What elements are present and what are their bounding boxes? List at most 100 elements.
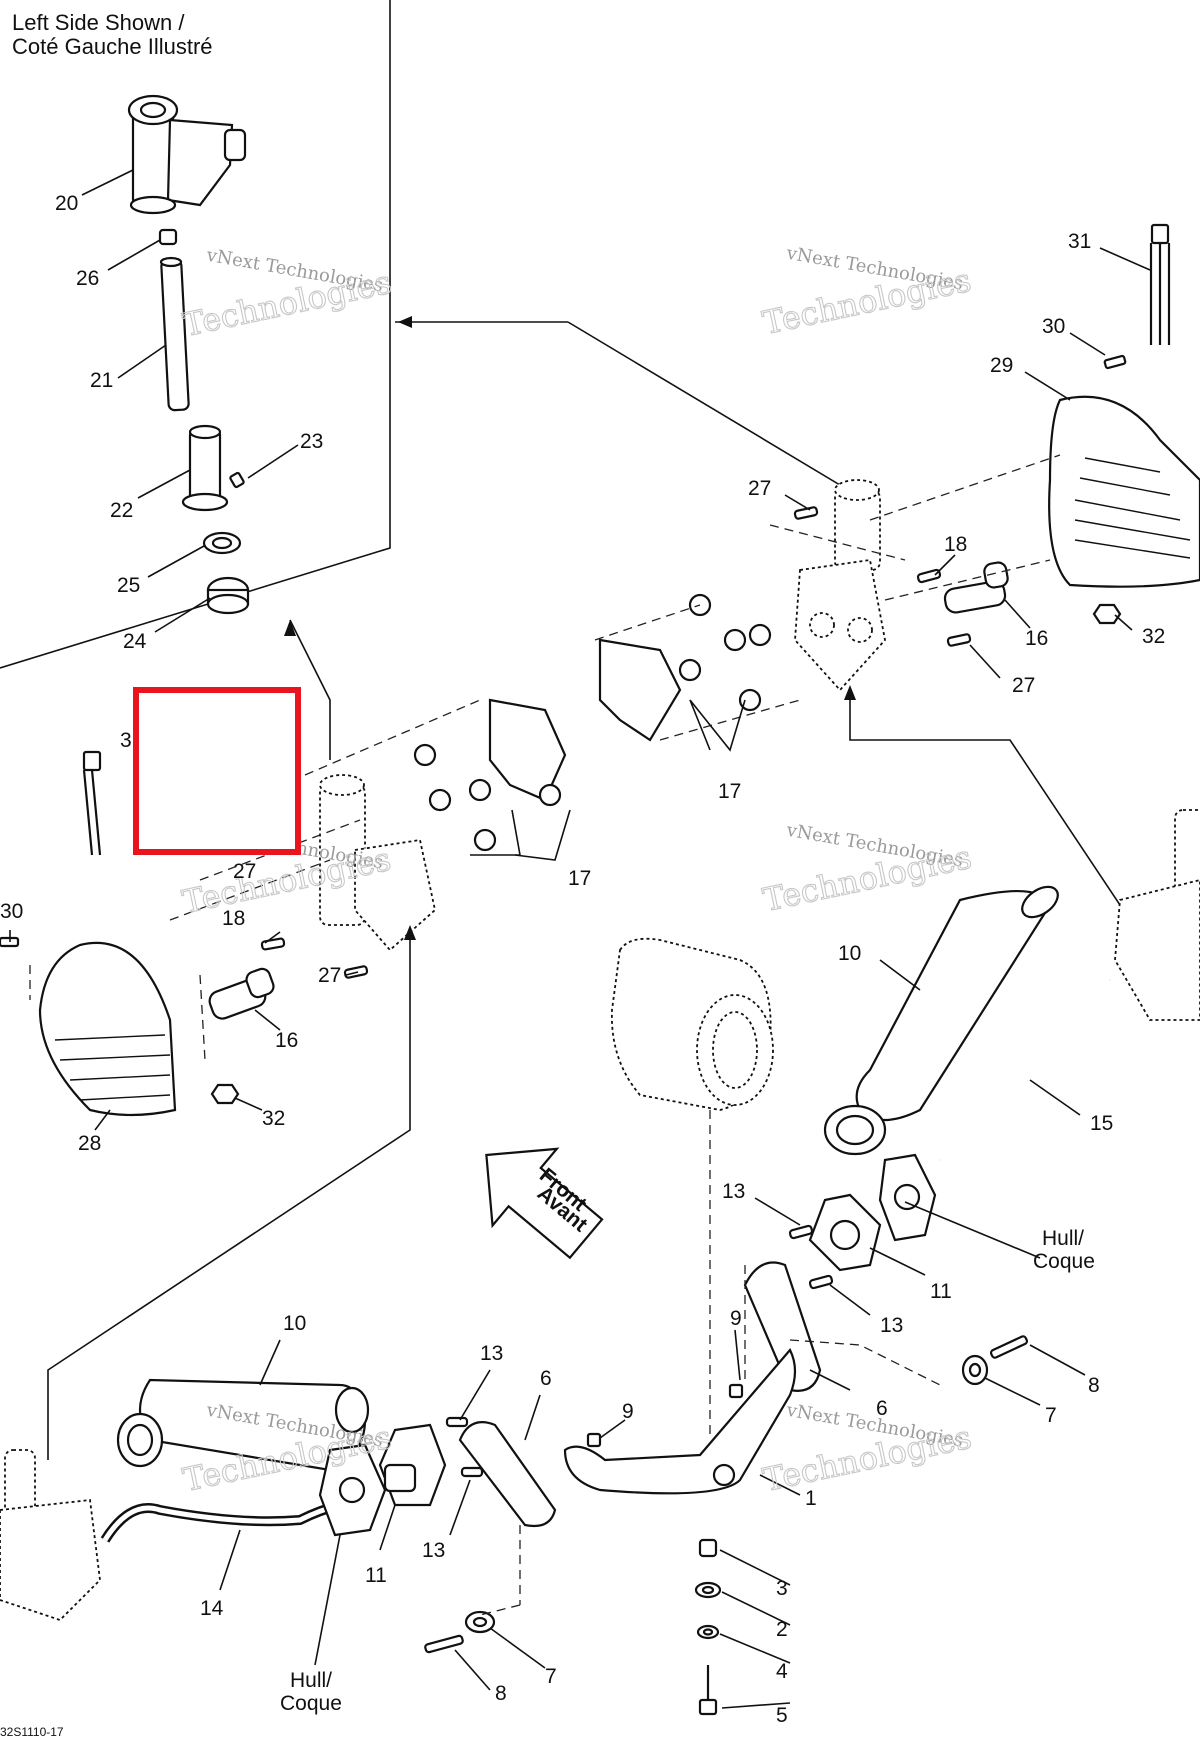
callout-31-left: 3: [120, 729, 132, 752]
callout-1: 1: [805, 1487, 817, 1510]
callout-10-left: 10: [283, 1312, 306, 1335]
callout-15: 15: [1090, 1112, 1113, 1135]
callout-8-left: 8: [495, 1682, 507, 1705]
callout-9-b: 9: [622, 1400, 634, 1423]
callout-9-a: 9: [730, 1307, 742, 1330]
callout-11-right: 11: [930, 1280, 952, 1303]
callout-2: 2: [776, 1618, 788, 1641]
hull-label-left-line1: Hull/: [290, 1669, 332, 1692]
part-18-pin-right: [916, 568, 942, 584]
callout-16-right: 16: [1025, 627, 1048, 650]
callout-numbers: 20 26 21 22 23 25 24 31 30 29 27 18 16 3…: [0, 192, 1165, 1727]
part-hull-gasket-left: [318, 1443, 387, 1537]
part-22-sleeve: [181, 424, 229, 512]
part-31-bolt-left: [82, 750, 102, 856]
part-8-bolt-left: [424, 1634, 464, 1654]
part-4-washer: [696, 1624, 720, 1640]
left-guides: [29, 699, 521, 1460]
part-32-nut-right: [1092, 603, 1122, 625]
part-17-coupler-right: [598, 593, 772, 742]
drawing-number: 32S1110-17: [0, 1725, 64, 1739]
callout-18-right: 18: [944, 533, 967, 556]
part-hub-lower-left: [0, 1449, 101, 1622]
hull-label-left-line2: Coque: [280, 1692, 342, 1715]
highlight-box: [133, 687, 301, 855]
callout-30-left: 30: [0, 900, 23, 923]
callout-30-right: 30: [1042, 315, 1065, 338]
part-3-spacer: [698, 1538, 718, 1558]
inset-frame: [0, 0, 866, 760]
hull-label-right-line1: Hull/: [1042, 1227, 1084, 1250]
part-hub-left: [319, 774, 436, 952]
callout-7-left: 7: [545, 1665, 557, 1688]
callout-4: 4: [776, 1660, 788, 1683]
part-6-arm-left: [458, 1421, 557, 1528]
part-15-tube: [938, 978, 1112, 1163]
part-28-cover-left: [38, 941, 177, 1117]
part-6-arm-right: [743, 1261, 822, 1392]
part-24-nut: [206, 576, 250, 615]
callout-31-right: 31: [1068, 230, 1091, 253]
part-5-bolt: [698, 1665, 718, 1716]
part-16-shaft-left: [208, 967, 275, 1020]
callout-32-right: 32: [1142, 625, 1165, 648]
callout-18-left: 18: [222, 907, 245, 930]
main-leaders: [9, 247, 1151, 1709]
callout-13-a: 13: [722, 1180, 745, 1203]
part-hull-gasket-right: [878, 1153, 937, 1242]
part-10-boot-left: [116, 1378, 370, 1472]
part-17-coupler-left: [413, 698, 567, 852]
callout-13-c: 13: [480, 1342, 503, 1365]
callout-6-left: 6: [540, 1367, 552, 1390]
part-18-pin-left: [260, 937, 286, 951]
callout-26: 26: [76, 267, 99, 290]
part-hub-right: [794, 479, 886, 692]
part-21-shaft: [159, 256, 190, 412]
callout-20: 20: [55, 192, 78, 215]
part-2-washer: [694, 1581, 722, 1599]
part-25-seal: [202, 531, 242, 555]
part-14-tube: [100, 1500, 342, 1543]
callout-27-a: 27: [748, 477, 771, 500]
callout-24: 24: [123, 630, 147, 653]
part-jet-pump-housing: [611, 937, 774, 1440]
callout-32-left: 32: [262, 1107, 285, 1130]
callout-5: 5: [776, 1704, 788, 1727]
part-29-cover-right: [1048, 395, 1200, 588]
part-13-screws-left: [445, 1416, 484, 1478]
callout-25: 25: [117, 574, 140, 597]
inset-title-line1: Left Side Shown /: [12, 10, 185, 35]
callout-7-right: 7: [1045, 1404, 1057, 1427]
front-direction-arrow: [485, 1147, 604, 1260]
callout-27-c: 27: [233, 860, 256, 883]
callout-17-left: 17: [568, 867, 591, 890]
lower-left-guides: [479, 1525, 521, 1616]
callout-17-right: 17: [718, 780, 741, 803]
part-30-screw-right: [1103, 354, 1127, 370]
callout-6-right: 6: [876, 1397, 888, 1420]
part-hub-far-right: [1114, 809, 1200, 1021]
callout-8-right: 8: [1088, 1374, 1100, 1397]
callout-11-left: 11: [365, 1564, 387, 1587]
hull-label-right-line2: Coque: [1033, 1250, 1095, 1273]
part-13-screws-right: [788, 1224, 834, 1290]
callout-28: 28: [78, 1132, 101, 1155]
part-11-fitting-right: [808, 1193, 882, 1272]
part-7-bushing-right: [961, 1354, 989, 1386]
callout-14: 14: [200, 1597, 224, 1620]
callout-23: 23: [300, 430, 323, 453]
part-7-bushing-left: [464, 1610, 496, 1634]
part-23-pin: [229, 471, 245, 489]
part-31-bolt-right: [1149, 223, 1171, 345]
part-10-boot-right: [823, 885, 1059, 1156]
callout-13-b: 13: [880, 1314, 903, 1337]
part-32-nut-left: [210, 1083, 240, 1105]
inset-leaders: [81, 169, 299, 633]
callout-22: 22: [110, 499, 133, 522]
part-26-cap: [158, 228, 178, 246]
part-20-housing: [127, 94, 247, 215]
inset-title-line2: Coté Gauche Illustré: [12, 34, 213, 59]
callout-29: 29: [990, 354, 1013, 377]
part-11-fitting-left: [378, 1423, 447, 1507]
